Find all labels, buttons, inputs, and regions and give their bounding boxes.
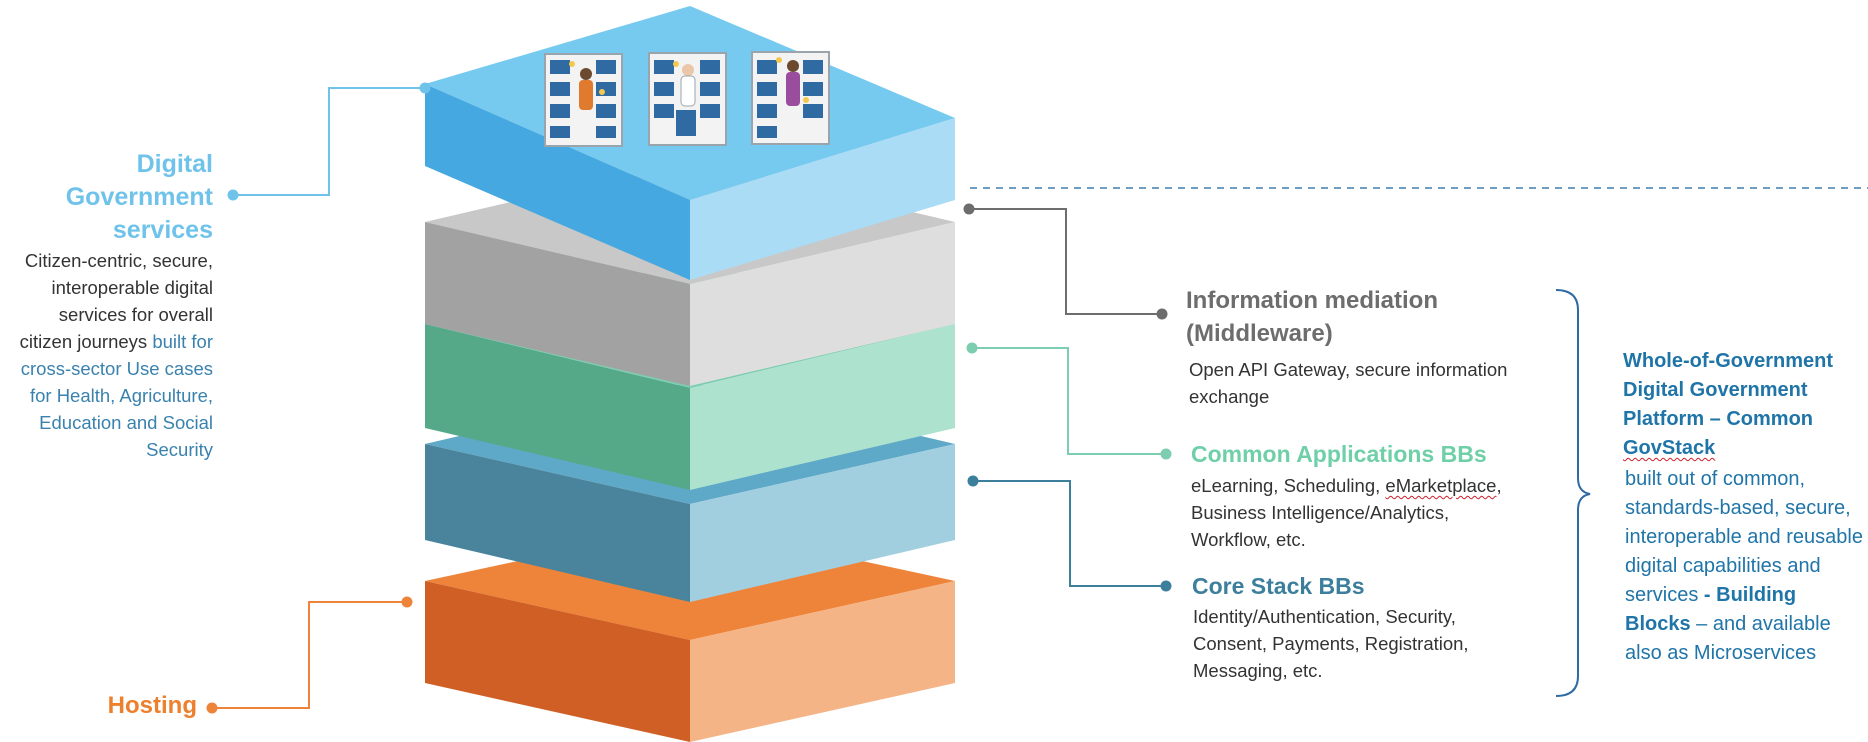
cross-sector-text: built for cross-sector Use cases for Hea… — [20, 331, 213, 460]
connector-dot — [1160, 448, 1172, 460]
connector-dot — [401, 596, 413, 608]
hosting-label: Hosting — [107, 692, 197, 719]
connector-hosting — [212, 601, 407, 709]
citizen-centric-text: Citizen-centric, secure, interoperable d… — [19, 250, 213, 352]
information-mediation-description: Open API Gateway, secure information exc… — [1189, 359, 1508, 407]
digital-government-title: Digital Government services — [65, 150, 213, 244]
connector-dot — [1160, 580, 1172, 592]
wog-title-govstack: GovStack — [1623, 437, 1716, 459]
citizen-journey-card-1 — [544, 53, 623, 147]
connector-digital-government — [233, 87, 425, 196]
common-applications-description: eLearning, Scheduling, eMarketplace, Busi… — [1191, 472, 1561, 553]
citizen-journey-card-2 — [648, 52, 727, 146]
wog-body-building-blocks: - Building Blocks — [1625, 584, 1797, 635]
connector-middleware — [969, 208, 1162, 315]
ca-line-part: , — [1496, 475, 1502, 496]
right-brace — [1555, 289, 1591, 697]
whole-of-government-description: built out of common, standards-based, se… — [1625, 465, 1865, 668]
wog-body-tail: – and available also as Microservices — [1625, 613, 1831, 664]
core-stack-description: Identity/Authentication, Security, Conse… — [1193, 606, 1469, 681]
connector-dot — [963, 203, 975, 215]
connector-common-applications — [972, 347, 1166, 455]
digital-government-description: Citizen-centric, secure, interoperable d… — [4, 247, 213, 463]
core-stack-title: Core Stack BBs — [1192, 573, 1365, 599]
wog-title-text: Whole-of-Government Digital Government P… — [1623, 350, 1833, 430]
connector-dot — [967, 475, 979, 487]
citizen-journey-card-3 — [751, 51, 830, 145]
common-applications-title: Common Applications BBs — [1191, 441, 1487, 467]
ca-line-part: eLearning, Scheduling, — [1191, 475, 1386, 496]
ca-line-part: eMarketplace — [1385, 475, 1497, 496]
connector-dot — [966, 342, 978, 354]
connector-dot — [1156, 308, 1168, 320]
ca-line-part: Business Intelligence/Analytics, — [1191, 502, 1450, 523]
connector-dot — [419, 82, 431, 94]
information-mediation-title: Information mediation (Middleware) — [1186, 287, 1438, 347]
wog-body-text: built out of common, standards-based, se… — [1625, 468, 1863, 606]
whole-of-government-title: Whole-of-Government Digital Government P… — [1623, 347, 1863, 463]
ca-line-part: Workflow, etc. — [1191, 529, 1306, 550]
connector-dot — [206, 702, 218, 714]
connector-dot — [227, 189, 239, 201]
connector-core-stack — [973, 480, 1166, 587]
